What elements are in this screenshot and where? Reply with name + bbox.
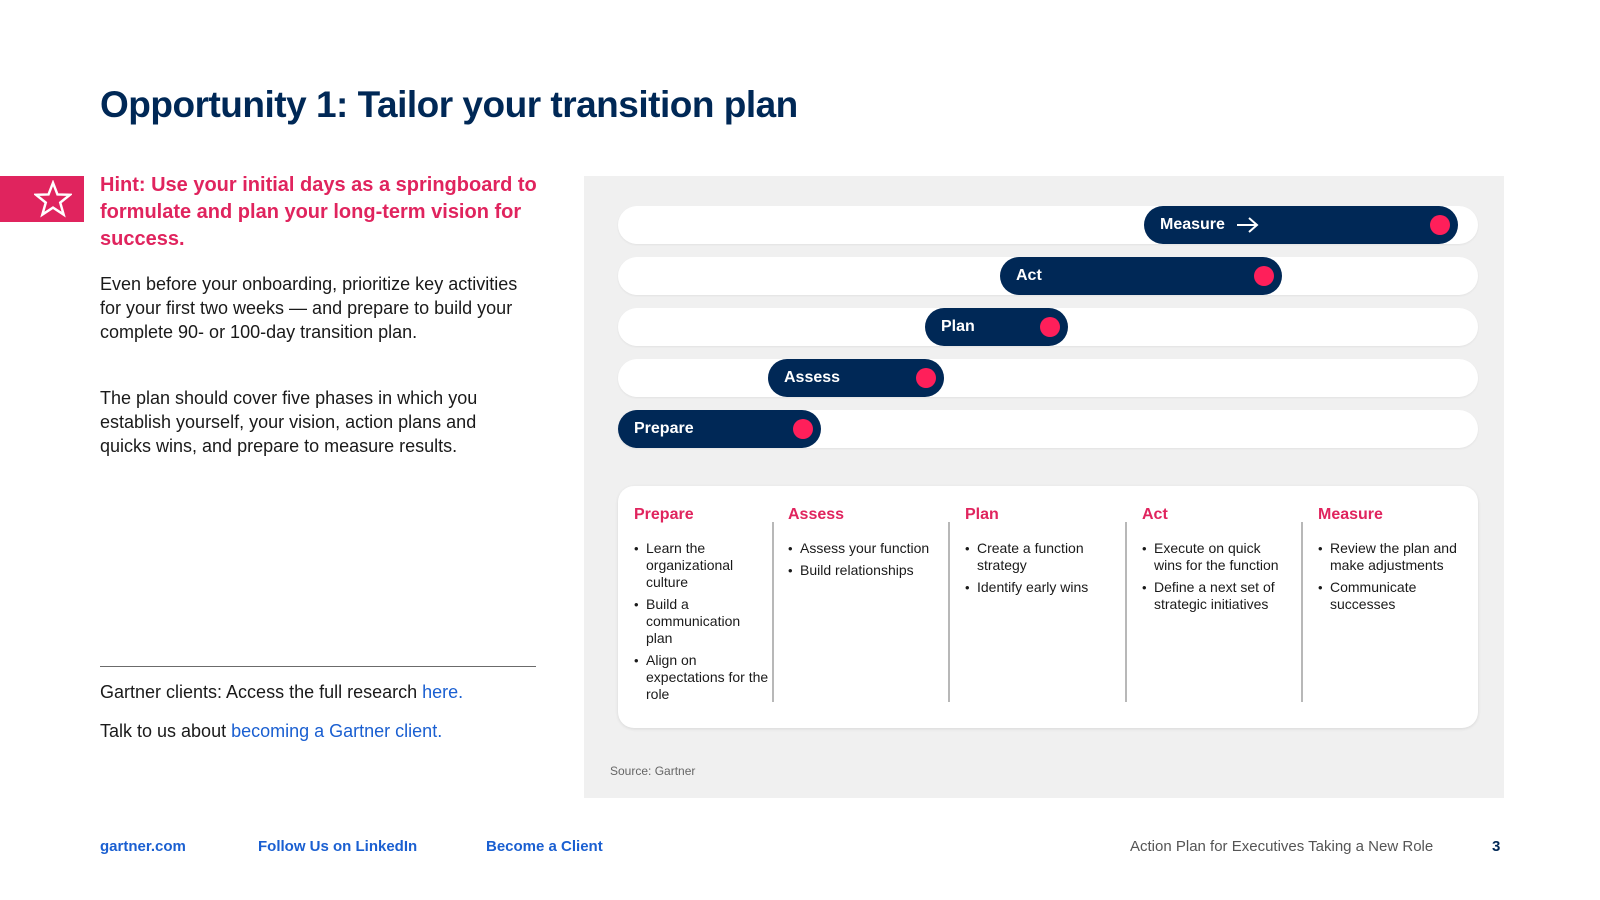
list-item: Build relationships bbox=[788, 562, 948, 579]
arrow-right-icon bbox=[1236, 217, 1259, 233]
list-item: Create a function strategy bbox=[965, 540, 1125, 574]
client-access-text: Gartner clients: Access the full researc… bbox=[100, 682, 423, 702]
list-item: Execute on quick wins for the function bbox=[1142, 540, 1282, 574]
bar-measure: Measure bbox=[1144, 206, 1458, 244]
column-divider bbox=[948, 522, 950, 702]
bar-assess: Assess bbox=[768, 359, 944, 397]
body-paragraph-2: The plan should cover five phases in whi… bbox=[100, 388, 478, 456]
bar-plan: Plan bbox=[925, 308, 1068, 346]
phase-heading-measure: Measure bbox=[1318, 506, 1383, 523]
phase-details-box: Prepare Learn the organizational culture… bbox=[618, 486, 1478, 728]
phase-column-act: Act Execute on quick wins for the functi… bbox=[1142, 506, 1282, 706]
list-item: Review the plan and make adjustments bbox=[1318, 540, 1458, 574]
transition-plan-diagram: Measure Act Plan Assess Prepare bbox=[584, 176, 1504, 798]
list-item: Learn the organizational culture bbox=[634, 540, 770, 591]
footer-linkedin-link[interactable]: Follow Us on LinkedIn bbox=[258, 838, 418, 855]
list-item: Communicate successes bbox=[1318, 579, 1458, 613]
phase-heading-act: Act bbox=[1142, 506, 1168, 523]
phase-heading-plan: Plan bbox=[965, 506, 999, 523]
list-item: Define a next set of strategic initiativ… bbox=[1142, 579, 1282, 613]
column-divider bbox=[772, 522, 774, 702]
timeline-track-plan: Plan bbox=[618, 308, 1478, 346]
bar-label-act: Act bbox=[1016, 267, 1042, 284]
phase-column-assess: Assess Assess your function Build relati… bbox=[788, 506, 948, 706]
list-item: Identify early wins bbox=[965, 579, 1125, 596]
bar-dot-prepare bbox=[793, 419, 813, 439]
column-divider bbox=[1125, 522, 1127, 702]
bar-dot-act bbox=[1254, 266, 1274, 286]
list-item: Build a communication plan bbox=[634, 596, 770, 647]
timeline-track-measure: Measure bbox=[618, 206, 1478, 244]
hint-text: Hint: Use your initial days as a springb… bbox=[100, 174, 537, 250]
divider bbox=[100, 666, 536, 667]
list-item: Align on expectations for the role bbox=[634, 652, 770, 703]
client-access-line: Gartner clients: Access the full researc… bbox=[100, 682, 463, 703]
phase-column-measure: Measure Review the plan and make adjustm… bbox=[1318, 506, 1458, 706]
timeline-track-prepare: Prepare bbox=[618, 410, 1478, 448]
bar-prepare: Prepare bbox=[618, 410, 821, 448]
bar-label-plan: Plan bbox=[941, 318, 975, 335]
bar-dot-plan bbox=[1040, 317, 1060, 337]
footer-gartner-link[interactable]: gartner.com bbox=[100, 838, 186, 855]
phase-heading-assess: Assess bbox=[788, 506, 845, 523]
phase-heading-prepare: Prepare bbox=[634, 506, 694, 523]
bar-label-prepare: Prepare bbox=[634, 420, 694, 437]
becoming-client-link[interactable]: becoming a Gartner client. bbox=[231, 721, 443, 741]
list-item: Assess your function bbox=[788, 540, 948, 557]
bar-label-measure: Measure bbox=[1160, 216, 1225, 233]
talk-to-us-text: Talk to us about bbox=[100, 721, 232, 741]
become-client-line: Talk to us about becoming a Gartner clie… bbox=[100, 721, 442, 742]
timeline-track-act: Act bbox=[618, 257, 1478, 295]
bar-dot-assess bbox=[916, 368, 936, 388]
body-paragraph-1: Even before your onboarding, prioritize … bbox=[100, 274, 518, 342]
bar-act: Act bbox=[1000, 257, 1282, 295]
star-badge bbox=[0, 176, 84, 222]
star-icon bbox=[34, 180, 72, 218]
timeline-track-assess: Assess bbox=[618, 359, 1478, 397]
bar-dot-measure bbox=[1430, 215, 1450, 235]
page-number: 3 bbox=[1492, 838, 1501, 855]
phase-column-plan: Plan Create a function strategy Identify… bbox=[965, 506, 1125, 706]
here-link[interactable]: here. bbox=[422, 682, 464, 702]
page-title: Opportunity 1: Tailor your transition pl… bbox=[100, 84, 798, 125]
footer-become-client-link[interactable]: Become a Client bbox=[486, 838, 603, 855]
bar-label-assess: Assess bbox=[784, 369, 841, 386]
phase-column-prepare: Prepare Learn the organizational culture… bbox=[634, 506, 770, 706]
footer-document-title: Action Plan for Executives Taking a New … bbox=[1130, 838, 1434, 855]
source-note: Source: Gartner bbox=[610, 764, 696, 778]
column-divider bbox=[1301, 522, 1303, 702]
